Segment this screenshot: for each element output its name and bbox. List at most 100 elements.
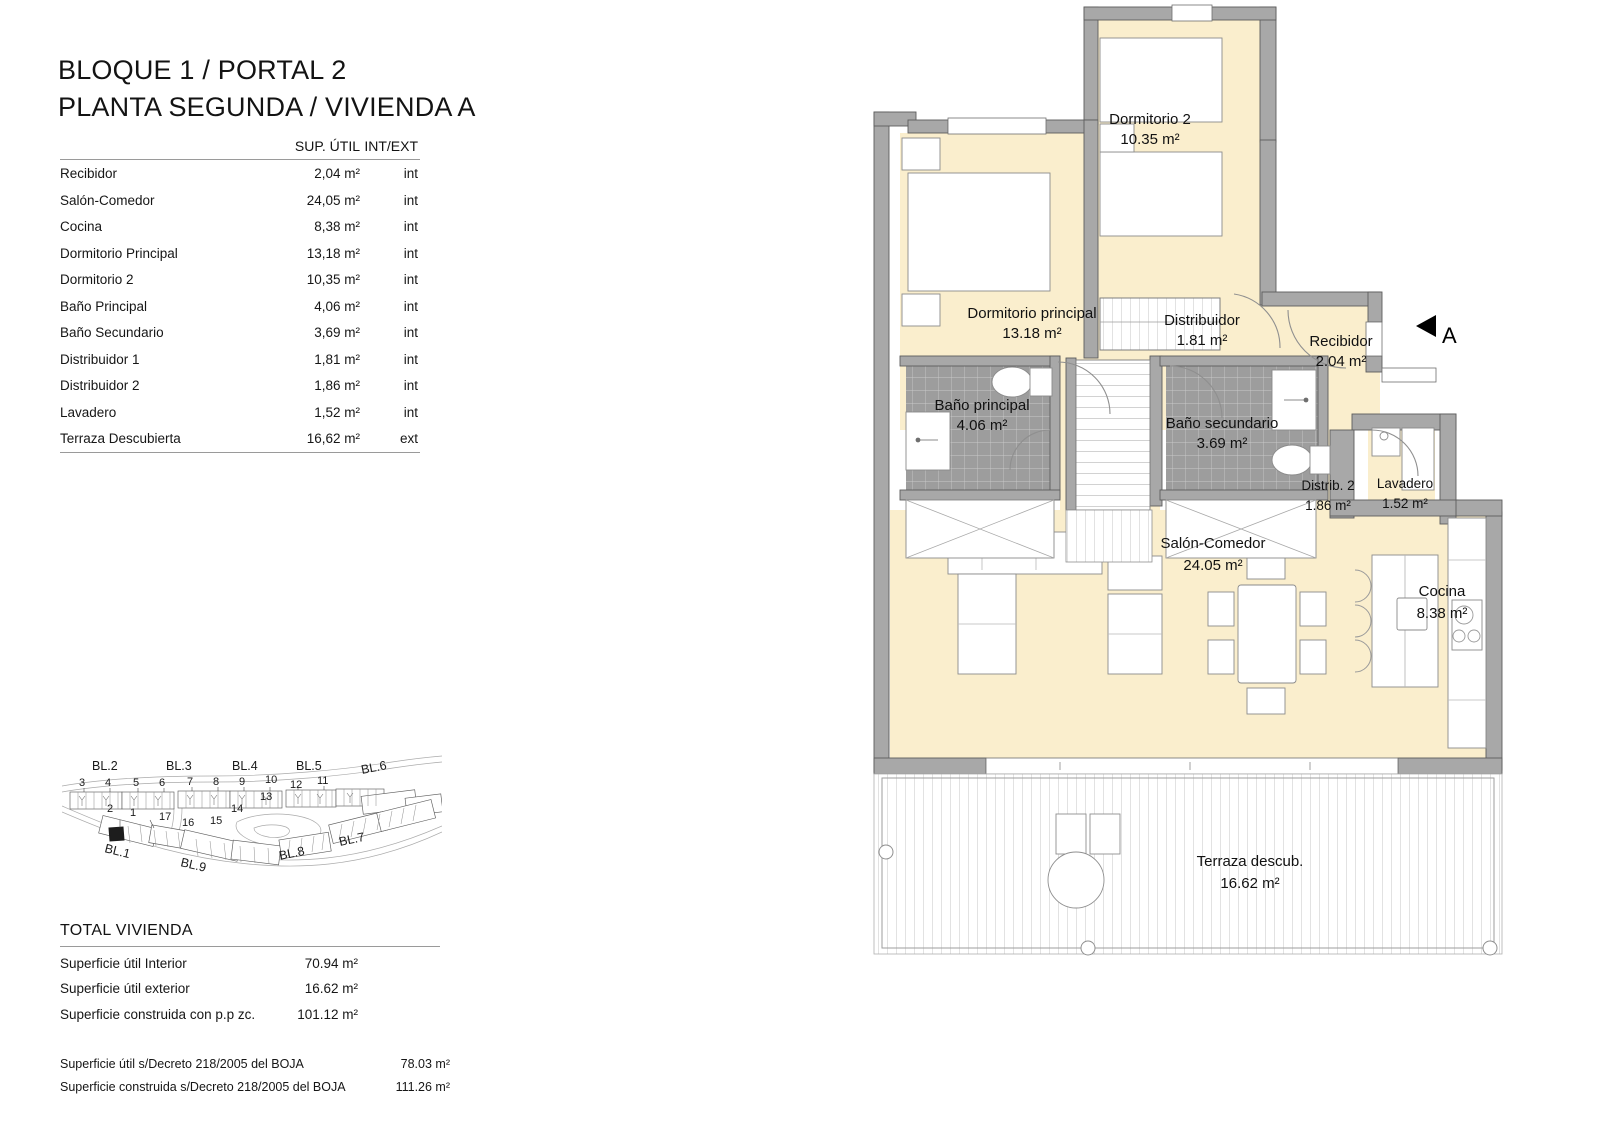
- schedule-room-name: Terraza Descubierta: [60, 431, 181, 446]
- door-recibidor: [1287, 309, 1347, 369]
- terrace-deck: [873, 773, 1503, 955]
- schedule-head: SUP. ÚTIL INT/EXT: [60, 138, 420, 160]
- keymap-label-bl3: BL.3: [166, 759, 192, 773]
- site-key-map: BL.2 BL.3 BL.4 BL.5 BL.6 BL.1 BL.9 BL.8 …: [62, 748, 442, 876]
- schedule-room-area: 2,04 m²: [314, 166, 360, 181]
- nightstand-principal-b: [901, 293, 941, 327]
- schedule-room-intext: int: [403, 219, 418, 234]
- entrance-door-opening: [1365, 321, 1383, 357]
- island-sink: [1396, 597, 1428, 631]
- dining-chair-3: [1299, 591, 1327, 627]
- totals-heading: TOTAL VIVIENDA: [60, 922, 440, 947]
- decreto-label: Superficie útil s/Decreto 218/2005 del B…: [60, 1057, 304, 1071]
- keymap-num-12: 12: [290, 779, 302, 791]
- decreto-section: Superficie útil s/Decreto 218/2005 del B…: [60, 1052, 450, 1098]
- keymap-num-3: 3: [79, 777, 85, 789]
- schedule-header-row: SUP. ÚTIL INT/EXT: [60, 138, 420, 160]
- stairs: [1075, 359, 1151, 511]
- label-bano-secundario-area: 3.69 m²: [1197, 435, 1248, 452]
- schedule-room-name: Lavadero: [60, 404, 117, 420]
- label-salon-comedor-area: 24.05 m²: [1183, 557, 1242, 574]
- label-terraza-area: 16.62 m²: [1220, 875, 1279, 892]
- label-bano-principal-name: Baño principal: [934, 397, 1029, 414]
- dining-chair-6: [1246, 687, 1286, 715]
- wardrobe-dorm2: [1099, 297, 1221, 351]
- schedule-room-area: 4,06 m²: [314, 298, 360, 314]
- schedule-room-name: Salón-Comedor: [60, 192, 155, 208]
- label-lavadero-area: 1.52 m²: [1382, 496, 1428, 511]
- door-dorm-principal: [1057, 361, 1111, 415]
- schedule-room-name: Baño Secundario: [60, 325, 164, 340]
- stair-lower-run: [1065, 509, 1153, 563]
- table-row: Superficie construida s/Decreto 218/2005…: [60, 1075, 450, 1098]
- table-row: Superficie útil s/Decreto 218/2005 del B…: [60, 1052, 450, 1075]
- bed-dorm-principal: [907, 172, 1051, 292]
- keymap-num-5: 5: [133, 777, 139, 789]
- keymap-num-8: 8: [213, 776, 219, 788]
- schedule-room-area: 1,86 m²: [314, 378, 360, 393]
- label-distribuidor-name: Distribuidor: [1164, 312, 1240, 329]
- sink-bano-principal: [905, 411, 951, 471]
- label-bano-principal-area: 4.06 m²: [957, 417, 1008, 434]
- page-title: BLOQUE 1 / PORTAL 2 PLANTA SEGUNDA / VIV…: [58, 52, 538, 127]
- burner-large: [1454, 605, 1474, 625]
- schedule-room-area: 13,18 m²: [306, 245, 360, 261]
- totals-label: Superficie construida con p.p zc.: [60, 1006, 256, 1022]
- washing-machine: [1401, 427, 1435, 491]
- schedule-room-name: Cocina: [60, 219, 103, 234]
- keymap-label-bl1: BL.1: [103, 841, 131, 861]
- terrace-table: [1047, 851, 1105, 909]
- schedule-room-intext: int: [403, 245, 418, 261]
- dining-chair-4: [1299, 639, 1327, 675]
- railing-post-right: [1482, 940, 1498, 956]
- schedule-room-intext: int: [403, 272, 418, 287]
- keymap-num-16: 16: [182, 817, 194, 829]
- label-terraza-name: Terraza descub.: [1197, 853, 1304, 870]
- toilet-bano-secundario: [1271, 444, 1313, 476]
- schedule-room-name: Baño Principal: [60, 298, 148, 314]
- furniture-layer: [901, 37, 1487, 749]
- dining-chair-2: [1207, 639, 1235, 675]
- nightstand-dorm2: [1099, 123, 1135, 153]
- keymap-num-10: 10: [265, 774, 277, 786]
- sliding-door-salon: [985, 757, 1399, 775]
- keymap-num-17: 17: [159, 811, 171, 823]
- schedule-room-area: 16,62 m²: [306, 431, 360, 446]
- nightstand-principal-a: [901, 137, 941, 171]
- entrance-landing: [1381, 367, 1437, 383]
- keymap-num-13: 13: [260, 791, 272, 803]
- keymap-num-15: 15: [210, 815, 222, 827]
- keymap-label-bl7: BL.7: [338, 830, 366, 849]
- schedule-room-intext: int: [403, 166, 418, 181]
- title-line-2: PLANTA SEGUNDA / VIVIENDA A: [58, 92, 476, 123]
- label-dormitorio-principal-area: 13.18 m²: [1002, 325, 1061, 342]
- entrance-marker-group: A: [1416, 315, 1457, 348]
- keymap-num-14: 14: [231, 803, 243, 815]
- window-dorm2-top: [1171, 4, 1213, 22]
- schedule-room-intext: int: [403, 192, 418, 208]
- entrance-arrow-icon: [1416, 315, 1436, 337]
- terrace-railing: [881, 777, 1495, 949]
- burner-small-b: [1467, 629, 1481, 643]
- decreto-value: 111.26 m²: [395, 1080, 450, 1094]
- label-dormitorio-2-area: 10.35 m²: [1120, 131, 1179, 148]
- decreto-value: 78.03 m²: [400, 1057, 450, 1071]
- label-dormitorio-principal-name: Dormitorio principal: [967, 305, 1096, 322]
- entrance-marker-label: A: [1442, 323, 1457, 348]
- room-labels-layer: Dormitorio 2 10.35 m² Dormitorio princip…: [934, 111, 1467, 892]
- bed-dorm2-a: [1099, 37, 1223, 123]
- keymap-label-bl5: BL.5: [296, 759, 322, 773]
- schedule-room-name: Distribuidor 1: [60, 351, 140, 367]
- terrace-chair-b: [1089, 813, 1121, 855]
- keymap-num-2: 2: [107, 803, 113, 815]
